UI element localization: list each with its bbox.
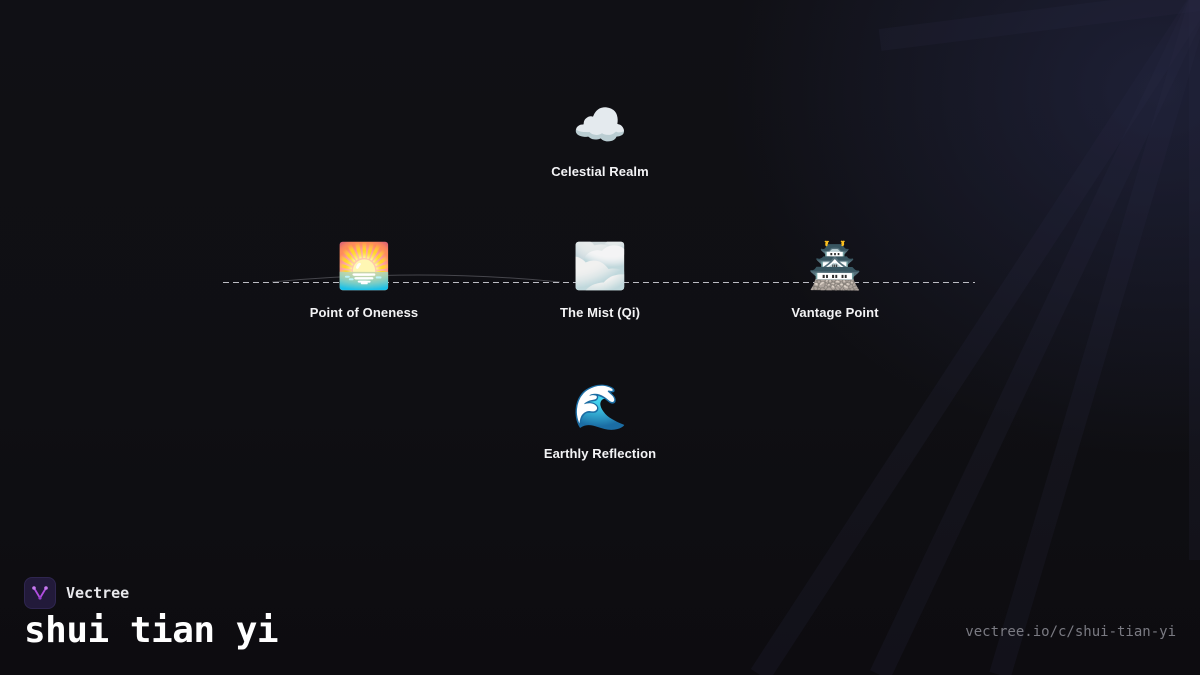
node-label-point-of-oneness: Point of Oneness	[309, 305, 419, 320]
node-earthly-reflection[interactable]: 🌊 Earthly Reflection	[490, 382, 710, 461]
cloud-icon: ☁️	[572, 100, 628, 151]
node-label-vantage-point: Vantage Point	[791, 305, 879, 320]
node-celestial-realm[interactable]: ☁️ Celestial Realm	[490, 100, 710, 179]
brand[interactable]: Vectree	[24, 577, 129, 609]
node-label-the-mist: The Mist (Qi)	[559, 305, 641, 320]
node-point-of-oneness[interactable]: 🌅 Point of Oneness	[254, 241, 474, 320]
wave-icon: 🌊	[572, 382, 628, 433]
sunrise-icon: 🌅	[336, 241, 392, 292]
node-vantage-point[interactable]: 🏯 Vantage Point	[725, 241, 945, 320]
brand-name: Vectree	[66, 584, 130, 602]
page-url[interactable]: vectree.io/c/shui-tian-yi	[965, 624, 1176, 640]
vectree-logo-icon	[24, 577, 56, 609]
node-label-celestial-realm: Celestial Realm	[551, 164, 649, 179]
fog-icon: 🌫️	[572, 241, 628, 292]
castle-icon: 🏯	[807, 241, 863, 292]
page-title: shui tian yi	[24, 610, 279, 651]
node-label-earthly-reflection: Earthly Reflection	[543, 446, 657, 461]
node-the-mist[interactable]: 🌫️ The Mist (Qi)	[490, 241, 710, 320]
